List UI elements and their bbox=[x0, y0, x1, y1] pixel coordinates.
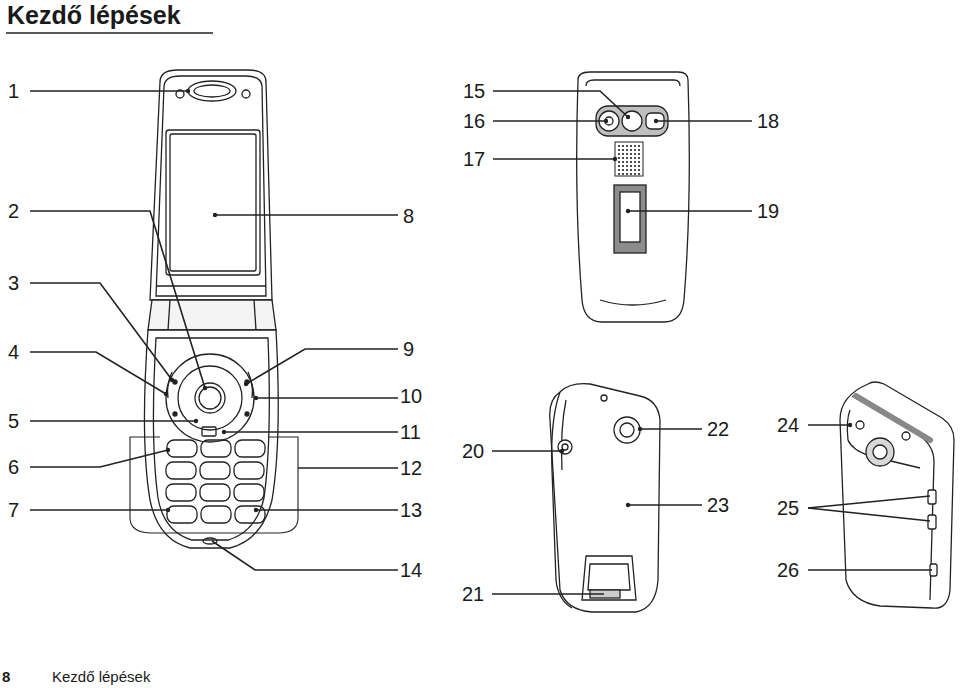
leader-dots bbox=[164, 89, 852, 512]
title-underline bbox=[6, 32, 213, 34]
grille-dot bbox=[622, 157, 624, 159]
callout-number: 25 bbox=[777, 498, 799, 518]
grille-dot bbox=[638, 149, 640, 151]
grille-dot bbox=[630, 157, 632, 159]
callout-number: 13 bbox=[400, 500, 422, 520]
grille-dot bbox=[622, 165, 624, 167]
grille-dot bbox=[626, 153, 628, 155]
grille-dot bbox=[634, 149, 636, 151]
grille-dot bbox=[618, 161, 620, 163]
grille-dot bbox=[630, 165, 632, 167]
grille-dot bbox=[638, 161, 640, 163]
grille-dot bbox=[618, 157, 620, 159]
callout-number: 10 bbox=[400, 386, 422, 406]
grille-dot bbox=[630, 153, 632, 155]
callout-number: 22 bbox=[707, 419, 729, 439]
grille-dot bbox=[618, 173, 620, 175]
closed-phone-back bbox=[577, 72, 690, 322]
grille-dot bbox=[626, 165, 628, 167]
keypad bbox=[166, 440, 265, 523]
grille-dot bbox=[638, 153, 640, 155]
grille-dot bbox=[626, 157, 628, 159]
illustration-lines bbox=[6, 33, 954, 612]
footer-text: Kezdő lépések bbox=[52, 669, 150, 684]
grille-dot bbox=[634, 161, 636, 163]
grille-dot bbox=[622, 149, 624, 151]
callout-number: 7 bbox=[8, 500, 19, 520]
grille-dot bbox=[622, 145, 624, 147]
callout-number: 15 bbox=[463, 81, 485, 101]
phone-back-open bbox=[840, 382, 954, 608]
grille-dot bbox=[618, 169, 620, 171]
grille-dot bbox=[618, 149, 620, 151]
grille-dot bbox=[630, 149, 632, 151]
grille-dot bbox=[630, 173, 632, 175]
callout-number: 6 bbox=[8, 457, 19, 477]
callout-number: 12 bbox=[400, 458, 422, 478]
callout-number: 19 bbox=[757, 201, 779, 221]
grille-dot bbox=[618, 165, 620, 167]
callout-number: 18 bbox=[757, 111, 779, 131]
grille-dot bbox=[638, 165, 640, 167]
callout-number: 11 bbox=[400, 422, 421, 442]
callout-number: 2 bbox=[8, 201, 19, 221]
grille-dot bbox=[622, 153, 624, 155]
callout-number: 8 bbox=[403, 206, 414, 226]
grille-dot bbox=[638, 145, 640, 147]
page-title: Kezdő lépések bbox=[7, 3, 181, 28]
grille-dot bbox=[638, 157, 640, 159]
grille-dot bbox=[626, 169, 628, 171]
grille-dot bbox=[622, 161, 624, 163]
grille-dot bbox=[618, 153, 620, 155]
phone-side-view bbox=[550, 384, 660, 612]
grille-dot bbox=[622, 169, 624, 171]
grille-dot bbox=[634, 173, 636, 175]
callout-number: 3 bbox=[8, 273, 19, 293]
grille-dot bbox=[638, 169, 640, 171]
grille-dot bbox=[622, 173, 624, 175]
callout-number: 9 bbox=[403, 339, 414, 359]
grille-dot bbox=[630, 161, 632, 163]
callout-number: 1 bbox=[8, 81, 19, 101]
grille-dot bbox=[634, 145, 636, 147]
callout-number: 23 bbox=[707, 495, 729, 515]
grille-dot bbox=[634, 153, 636, 155]
callout-number: 5 bbox=[8, 411, 19, 431]
callout-number: 20 bbox=[462, 441, 484, 461]
page-number: 8 bbox=[2, 669, 10, 684]
open-phone bbox=[130, 70, 298, 548]
leader-lines bbox=[30, 91, 932, 594]
grille-dot bbox=[626, 149, 628, 151]
grille-dot bbox=[634, 157, 636, 159]
grille-dot bbox=[618, 145, 620, 147]
callout-number: 17 bbox=[463, 149, 485, 169]
callout-number: 26 bbox=[777, 560, 799, 580]
grille-dot bbox=[638, 173, 640, 175]
grille-dot bbox=[626, 145, 628, 147]
grille-dot bbox=[626, 173, 628, 175]
callout-number: 21 bbox=[462, 584, 484, 604]
grille-dot bbox=[634, 169, 636, 171]
callout-number: 24 bbox=[777, 415, 799, 435]
grille-dot bbox=[630, 169, 632, 171]
callout-number: 14 bbox=[400, 560, 422, 580]
grille-dot bbox=[634, 165, 636, 167]
grille-dot bbox=[630, 145, 632, 147]
speaker-grille bbox=[615, 142, 643, 176]
callout-number: 16 bbox=[463, 111, 485, 131]
grille-dot bbox=[626, 161, 628, 163]
callout-number: 4 bbox=[8, 342, 19, 362]
